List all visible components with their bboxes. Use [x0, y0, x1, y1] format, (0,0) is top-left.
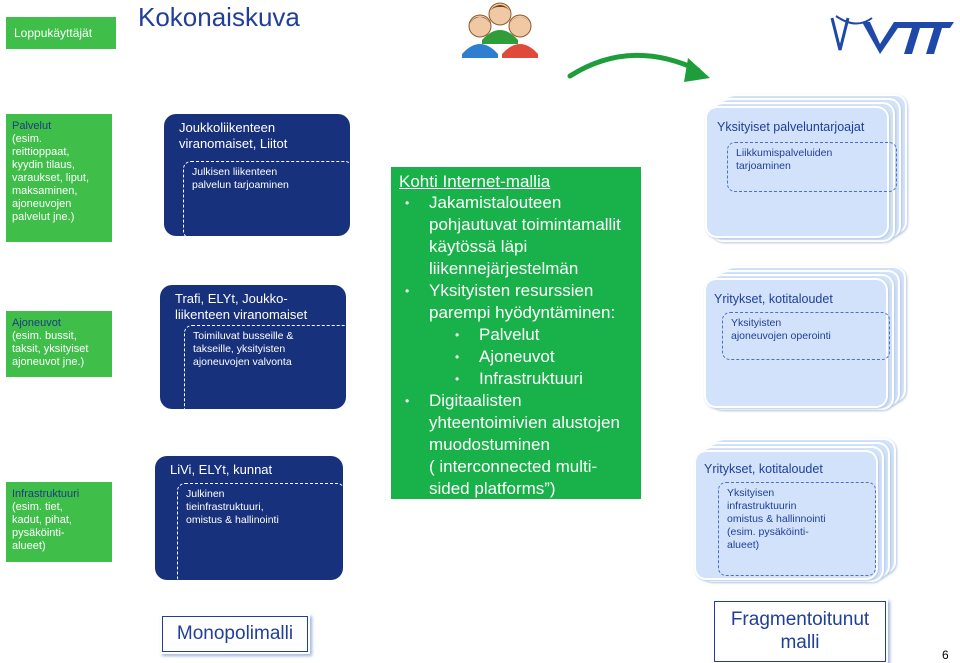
stack-detail: Liikkumispalveluiden tarjoaminen: [727, 142, 897, 192]
vtt-logo: [830, 15, 954, 54]
left-box-infrastructure: Infrastruktuuri (esim. tiet, kadut, piha…: [6, 482, 112, 562]
bullet-item: •Infrastruktuuri: [455, 369, 583, 388]
bullet-icon: •: [455, 372, 460, 386]
monopoly-box-heading: LiVi, ELYt, kunnat: [170, 462, 273, 477]
left-box-text: (esim. reittioppaat, kyydin tilaus, vara…: [12, 133, 90, 223]
bullet-item: •Yksityisten resurssien parempi hyödyntä…: [405, 281, 616, 322]
stack-detail: Yksityisen infrastruktuurin omistus & ha…: [718, 482, 876, 576]
internet-model-box: Kohti Internet-mallia •Jakamistalouteen …: [391, 167, 641, 499]
left-box-text: (esim. tiet, kadut, pihat, pysäköinti- a…: [12, 501, 72, 552]
stack-card: [707, 108, 887, 236]
left-box-heading: Infrastruktuuri: [12, 488, 80, 500]
monopoly-box-infrastructure: LiVi, ELYt, kunnat Julkinen tieinfrastru…: [155, 456, 345, 585]
fragmented-model-label: Fragmentoitunut malli: [714, 601, 886, 662]
bullet-icon: •: [455, 350, 460, 364]
stack-heading: Yritykset, kotitaloudet: [704, 462, 823, 476]
bullet-item: •Palvelut: [455, 325, 540, 344]
stack-card: [696, 452, 876, 578]
left-box-heading: Ajoneuvot: [12, 317, 61, 329]
stack-private-providers: Yksityiset palveluntarjoajat Liikkumispa…: [705, 96, 915, 240]
stack-companies-vehicles: Yritykset, kotitaloudet Yksityisten ajon…: [700, 268, 910, 408]
left-box-vehicles: Ajoneuvot (esim. bussit, taksit, yksityi…: [6, 311, 112, 377]
stack-detail: Yksityisten ajoneuvojen operointi: [722, 312, 890, 360]
monopoly-box-detail: Julkisen liikenteen palvelun tarjoaminen: [183, 161, 353, 239]
stack-heading: Yksityiset palveluntarjoajat: [717, 120, 865, 134]
curved-arrow-icon: [567, 52, 710, 82]
monopoly-box-vehicles: Trafi, ELYt, Joukko- liikenteen viranoma…: [160, 285, 352, 419]
internet-model-heading: Kohti Internet-mallia: [399, 172, 551, 191]
bullet-icon: •: [455, 328, 460, 342]
monopoly-model-label: Monopolimalli: [162, 616, 308, 652]
bullet-icon: •: [405, 284, 410, 298]
bullet-item: •Ajoneuvot: [455, 347, 555, 366]
page-number: 6: [942, 648, 949, 662]
bullet-icon: •: [405, 196, 410, 210]
monopoly-box-detail: Toimiluvat busseille & takseille, yksity…: [184, 325, 352, 419]
bullet-item: •Digitaalisten yhteentoimivien alustojen…: [405, 391, 620, 498]
monopoly-box-heading: Trafi, ELYt, Joukko- liikenteen viranoma…: [175, 291, 308, 322]
left-box-services: Palvelut (esim. reittioppaat, kyydin til…: [6, 114, 112, 242]
left-box-heading: Palvelut: [12, 120, 52, 132]
stack-card: [706, 280, 886, 406]
stack-heading: Yritykset, kotitaloudet: [714, 292, 833, 306]
monopoly-box-heading: Joukkoliikenteen viranomaiset, Liitot: [179, 120, 288, 151]
end-users-tag: Loppukäyttäjät: [6, 17, 116, 49]
users-group-icon: [462, 2, 538, 58]
stack-companies-infrastructure: Yritykset, kotitaloudet Yksityisen infra…: [690, 440, 900, 580]
left-box-text: (esim. bussit, taksit, yksityiset ajoneu…: [12, 330, 89, 368]
bullet-item: •Jakamistalouteen pohjautuvat toimintama…: [405, 193, 621, 278]
monopoly-box-detail: Julkinen tieinfrastruktuuri, omistus & h…: [177, 483, 345, 585]
page-title: Kokonaiskuva: [138, 2, 300, 32]
monopoly-box-services: Joukkoliikenteen viranomaiset, Liitot Ju…: [164, 114, 353, 239]
bullet-icon: •: [405, 394, 410, 408]
